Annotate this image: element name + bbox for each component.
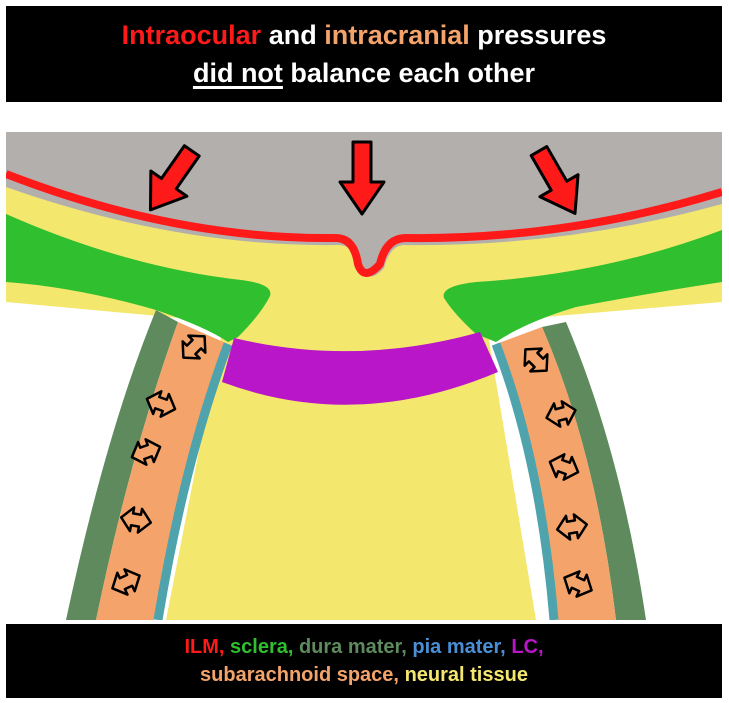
sclera-right (443, 230, 722, 342)
optic-nerve-head-diagram (6, 132, 722, 620)
dura-mater-left (66, 310, 178, 620)
title-intraocular: Intraocular (121, 20, 262, 50)
dura-mater-right (542, 322, 646, 620)
title-did-not: did not (192, 58, 283, 88)
sclera-left (6, 214, 271, 342)
legend-banner: ILM, sclera, dura mater, pia mater, LC, … (6, 624, 722, 698)
pia-mater-left (153, 342, 233, 620)
legend-ilm: ILM, (184, 636, 225, 658)
title-line-1: Intraocular and intracranial pressures (6, 16, 722, 54)
pia-mater-right (491, 342, 559, 620)
legend-neural-tissue: neural tissue (404, 664, 528, 686)
title-intracranial: intracranial (324, 20, 470, 50)
legend-pia-mater: pia mater, (412, 636, 506, 658)
legend-line-1: ILM, sclera, dura mater, pia mater, LC, (6, 633, 722, 661)
subarachnoid-space-left (96, 322, 228, 620)
legend-dura-mater: dura mater, (298, 636, 407, 658)
title-line-2: did not balance each other (6, 54, 722, 92)
title-and: and (261, 20, 325, 50)
lamina-cribrosa (222, 332, 498, 405)
legend-sclera: sclera, (230, 636, 294, 658)
title-pressures: pressures (469, 20, 607, 50)
title-banner: Intraocular and intracranial pressures d… (6, 6, 722, 102)
title-rest: balance each other (282, 58, 536, 88)
ilm-line (6, 170, 722, 277)
legend-subarachnoid-space: subarachnoid space, (200, 664, 399, 686)
legend-line-2: subarachnoid space, neural tissue (6, 661, 722, 689)
legend-lc: LC, (511, 636, 544, 658)
